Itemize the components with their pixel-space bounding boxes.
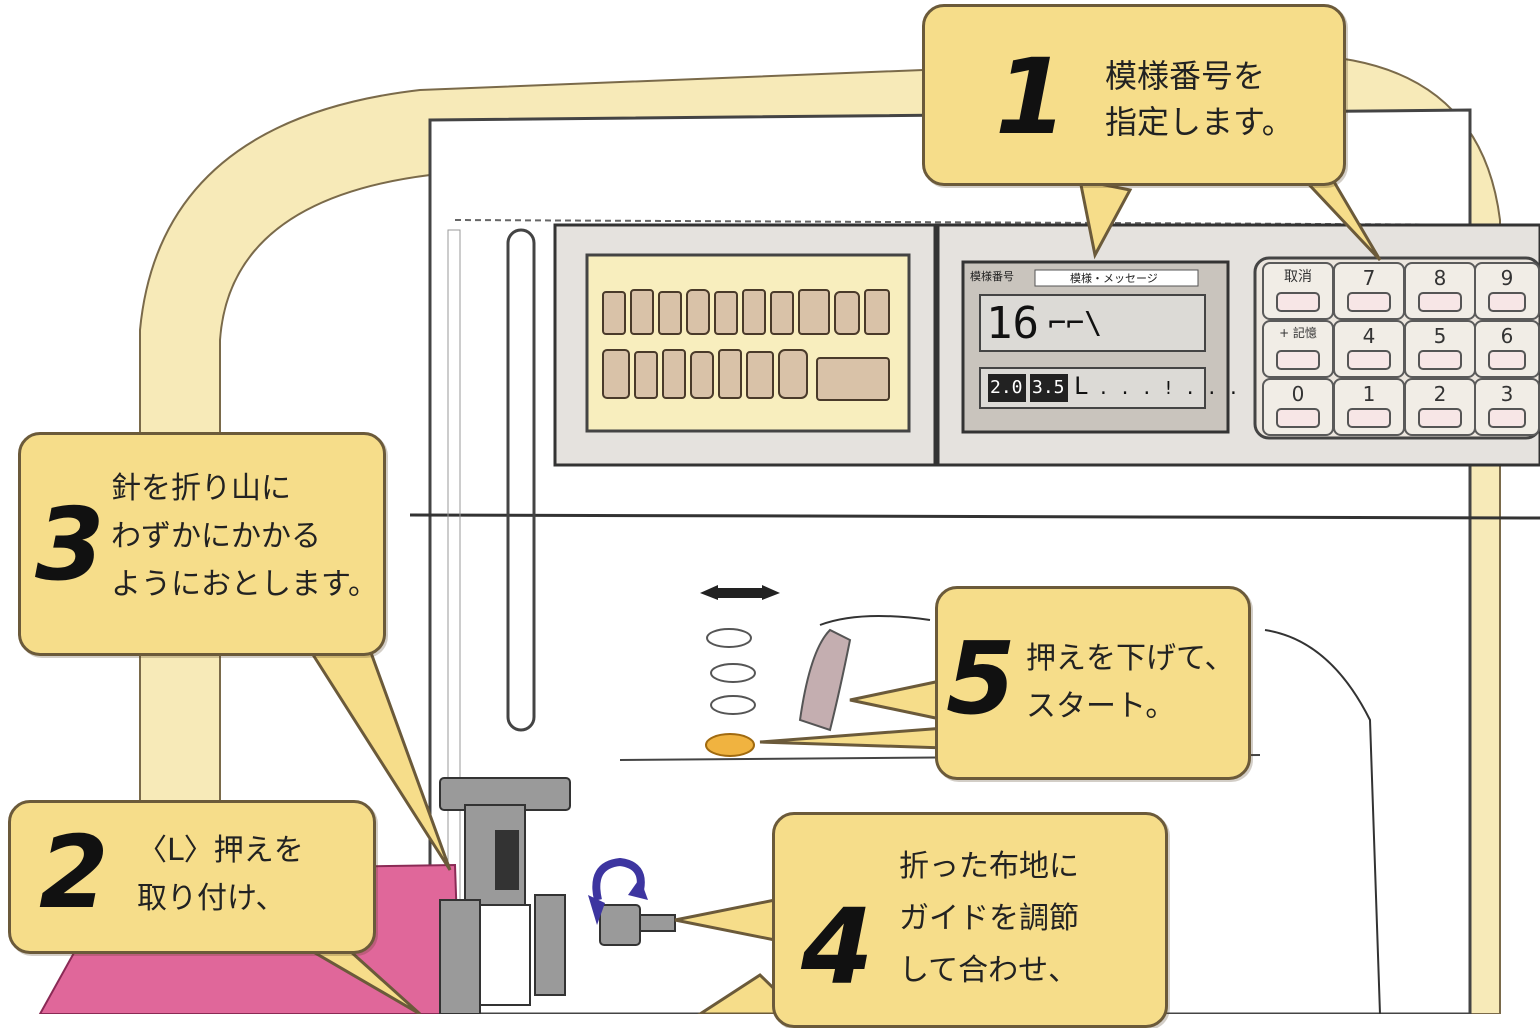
key-1[interactable]: 1 xyxy=(1333,378,1405,436)
lcd-pattern-glyph: ⌐⌐\ xyxy=(1048,306,1103,341)
step-2-line-1: 〈L〉押えを xyxy=(137,833,304,868)
step-1-number: 1 xyxy=(995,36,1068,158)
step-1-line-2: 指定します。 xyxy=(1105,103,1294,141)
key-label: 取消 xyxy=(1284,269,1312,285)
key-label: 1 xyxy=(1362,382,1376,406)
step-5-line-1: 押えを下げて、 xyxy=(1026,641,1235,676)
step-4-line-1: 折った布地に xyxy=(899,849,1079,884)
start-button xyxy=(705,733,755,757)
step-2-number: 2 xyxy=(39,814,109,931)
step-3-line-1: 針を折り山に xyxy=(111,471,291,506)
key-label: 5 xyxy=(1433,324,1447,348)
step-5-line-2: スタート。 xyxy=(1026,689,1176,724)
key-label: 4 xyxy=(1362,324,1376,348)
key-3[interactable]: 3 xyxy=(1474,378,1540,436)
step-3-line-3: ようにおとします。 xyxy=(111,567,378,602)
lcd-pattern-number: 16 xyxy=(986,298,1039,349)
key-8[interactable]: 8 xyxy=(1404,262,1476,320)
lcd-dots: . . . ! . . . xyxy=(1098,378,1239,399)
key-5[interactable]: 5 xyxy=(1404,320,1476,378)
key-4[interactable]: 4 xyxy=(1333,320,1405,378)
lcd-label-message: 模様・メッセージ xyxy=(1070,272,1158,285)
key-2[interactable]: 2 xyxy=(1404,378,1476,436)
step-1-line-1: 模様番号を xyxy=(1105,57,1266,95)
step-4-line-3: して合わせ、 xyxy=(899,953,1079,988)
key-7[interactable]: 7 xyxy=(1333,262,1405,320)
key-label: 9 xyxy=(1500,266,1514,290)
step-4-number: 4 xyxy=(801,886,874,1008)
lcd-foot-letter: L xyxy=(1074,372,1089,400)
lcd-length-value: 3.5 xyxy=(1032,377,1065,398)
key-label: + 記憶 xyxy=(1279,326,1317,340)
key-label: 3 xyxy=(1500,382,1514,406)
step-2-line-2: 取り付け、 xyxy=(137,881,286,916)
pattern-tiles xyxy=(602,289,890,401)
step-4-callout: 4 折った布地に ガイドを調節 して合わせ、 xyxy=(772,812,1168,1028)
key-6[interactable]: 6 xyxy=(1474,320,1540,378)
key-cancel[interactable]: 取消 xyxy=(1262,262,1334,320)
key-memory[interactable]: + 記憶 xyxy=(1262,320,1334,378)
step-3-line-2: わずかにかかる xyxy=(111,519,321,554)
key-label: 6 xyxy=(1500,324,1514,348)
step-1-callout: 1 模様番号を 指定します。 xyxy=(922,4,1346,186)
step-3-number: 3 xyxy=(35,486,105,603)
key-0[interactable]: 0 xyxy=(1262,378,1334,436)
lcd-label-pattern: 模様番号 xyxy=(970,270,1014,283)
step-4-line-2: ガイドを調節 xyxy=(899,901,1079,936)
step-5-callout: 5 押えを下げて、 スタート。 xyxy=(935,586,1251,780)
step-5-number: 5 xyxy=(946,620,1016,737)
step-2-callout: 2 〈L〉押えを 取り付け、 xyxy=(8,800,376,954)
key-label: 8 xyxy=(1433,266,1447,290)
key-label: 7 xyxy=(1362,266,1376,290)
step-3-callout: 3 針を折り山に わずかにかかる ようにおとします。 xyxy=(18,432,386,656)
rotate-arrow xyxy=(592,857,645,901)
lcd-width-value: 2.0 xyxy=(990,377,1023,398)
key-label: 2 xyxy=(1433,382,1447,406)
key-9[interactable]: 9 xyxy=(1474,262,1540,320)
key-label: 0 xyxy=(1291,382,1305,406)
